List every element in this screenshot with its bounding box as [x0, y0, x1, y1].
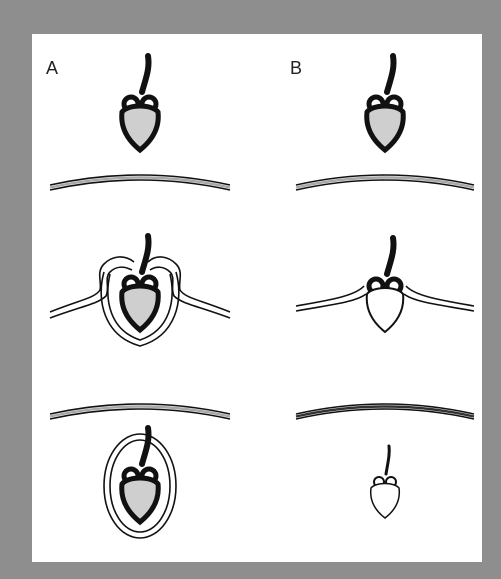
- cell-b-middle: [367, 238, 404, 332]
- cell-a-top: [122, 56, 159, 150]
- membrane-a-top: [50, 175, 230, 190]
- membrane-b-top: [296, 175, 474, 190]
- cell-b-top: [367, 56, 404, 150]
- membrane-a-bottom: [50, 404, 230, 419]
- membrane-b-bottom: [296, 404, 474, 419]
- cell-b-bottom: [371, 446, 400, 518]
- cell-a-middle: [122, 236, 159, 330]
- cell-a-bottom: [122, 428, 159, 522]
